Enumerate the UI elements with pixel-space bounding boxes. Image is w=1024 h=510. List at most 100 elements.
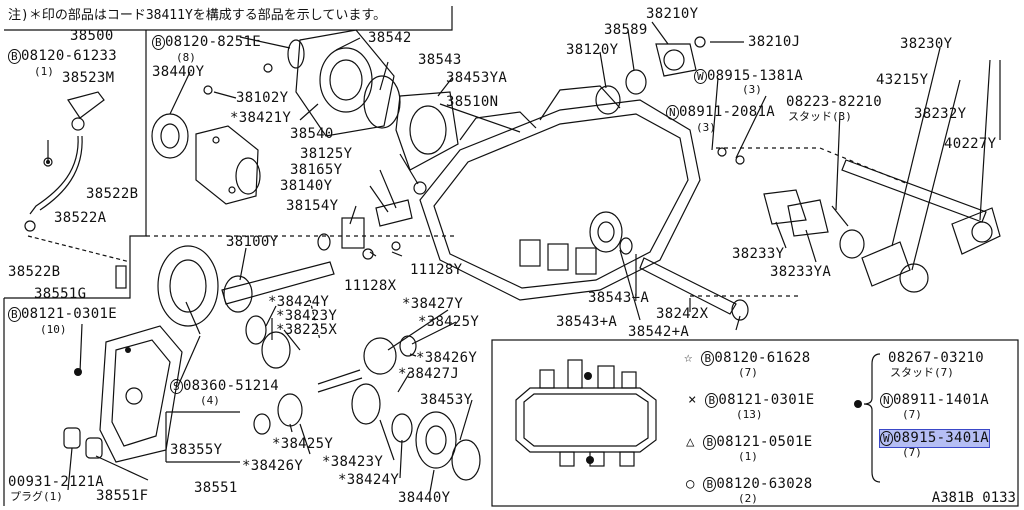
circle-b-icon: B (703, 435, 717, 450)
bracket-38523M (67, 91, 105, 119)
circle-b-icon: B (705, 393, 719, 408)
qty-08121-0301E: (10) (40, 323, 67, 336)
qty-08911-2081A: (3) (696, 121, 716, 134)
legend-dot-qty-3: (7) (902, 446, 922, 459)
label-38522B: 38522B (86, 186, 139, 202)
qty-08120-61233: (1) (34, 65, 54, 78)
label-38225X: *38225X (276, 322, 338, 338)
label-38424Y-lower: *38424Y (338, 472, 400, 488)
qty-08360-51214: (4) (200, 394, 220, 407)
label-38543A-lower: 38543+A (556, 314, 618, 330)
tube-38242X (639, 257, 737, 315)
label-38230Y: 38230Y (900, 36, 953, 52)
legend-circle-qty: (2) (738, 492, 758, 505)
legend-dot-qty-2: (7) (902, 408, 922, 421)
label-38589: 38589 (604, 22, 648, 38)
label-38140Y: 38140Y (280, 178, 333, 194)
label-38551F: 38551F (96, 488, 149, 504)
circle-icon: ○ (686, 476, 695, 492)
label-11128X: 11128X (344, 278, 397, 294)
label-38210J: 38210J (748, 34, 801, 50)
circle-b-icon: B (8, 49, 21, 64)
triangle-icon: △ (686, 434, 695, 450)
ring-gear-38100Y (157, 245, 219, 327)
label-38427J: *38427J (398, 366, 460, 382)
label-38542A: 38542+A (628, 324, 690, 340)
label-38232Y: 38232Y (914, 106, 967, 122)
label-38125Y: 38125Y (300, 146, 353, 162)
label-38551: 38551 (194, 480, 238, 496)
housing-38510N (419, 99, 701, 301)
label-43215Y: 43215Y (876, 72, 929, 88)
circle-n-icon: N (666, 105, 679, 120)
circle-b-icon: B (701, 351, 715, 366)
label-38424Y: *38424Y (268, 294, 330, 310)
frame-top (4, 6, 453, 31)
legend-schematic (515, 353, 881, 483)
circle-n-icon: N (880, 393, 893, 408)
label-38426Y: *38426Y (416, 350, 478, 366)
label-38100Y: 38100Y (226, 234, 279, 250)
label-38355Y: 38355Y (170, 442, 223, 458)
label-38426Y-lower: *38426Y (242, 458, 304, 474)
label-00931-2121A: 00931-2121A (8, 474, 105, 490)
label-38523M: 38523M (62, 70, 115, 86)
cross-icon: × (688, 392, 697, 408)
qty-08915-1381A: (3) (742, 83, 762, 96)
label-40227Y: 40227Y (944, 136, 997, 152)
label-38233Y: 38233Y (732, 246, 785, 262)
qty-08223-82210: スタッド(3) (788, 110, 852, 123)
label-38540: 38540 (290, 126, 334, 142)
label-38453Y: 38453Y (420, 392, 473, 408)
note-text: 注)＊印の部品はコード38411Yを構成する部品を示しています。 (8, 8, 387, 23)
label-38542: 38542 (368, 30, 412, 46)
label-38425Y-lower: *38425Y (272, 436, 334, 452)
legend-triangle-qty: (1) (738, 450, 758, 463)
label-08223-82210: 08223-82210 (786, 94, 883, 110)
label-38120Y: 38120Y (566, 42, 619, 58)
label-38154Y: 38154Y (286, 198, 339, 214)
circle-s-icon: S (170, 379, 183, 394)
hose-38522A (29, 135, 79, 215)
legend-dot-entry-1: 08267-03210 (888, 350, 985, 366)
legend-frame (491, 339, 1019, 507)
label-38242X: 38242X (656, 306, 709, 322)
label-38421Y: *38421Y (230, 110, 292, 126)
label-38522A: 38522A (54, 210, 107, 226)
label-38423Y-lower: *38423Y (322, 454, 384, 470)
label-38543A: 38543+A (588, 290, 650, 306)
label-38102Y: 38102Y (236, 90, 289, 106)
qty-08120-8251E: (8) (176, 51, 196, 64)
legend-cross-qty: (13) (736, 408, 763, 421)
label-38440Y: 38440Y (152, 64, 205, 80)
axle-38230Y (841, 159, 987, 223)
label-38453YA: 38453YA (446, 70, 508, 86)
cover-38540 (295, 29, 395, 137)
label-38233YA: 38233YA (770, 264, 832, 280)
label-38425Y: *38425Y (418, 314, 480, 330)
qty-00931-2121A: プラグ(1) (10, 490, 63, 503)
label-38543: 38543 (418, 52, 462, 68)
legend-star-qty: (7) (738, 366, 758, 379)
label-38165Y: 38165Y (290, 162, 343, 178)
label-38522B-lower: 38522B (8, 264, 61, 280)
label-38210Y: 38210Y (646, 6, 699, 22)
legend-dot-qty-1: スタッド(7) (890, 366, 954, 379)
label-38500: 38500 (70, 28, 114, 44)
diff-case-38421Y (195, 125, 259, 205)
label-38551G: 38551G (34, 286, 87, 302)
